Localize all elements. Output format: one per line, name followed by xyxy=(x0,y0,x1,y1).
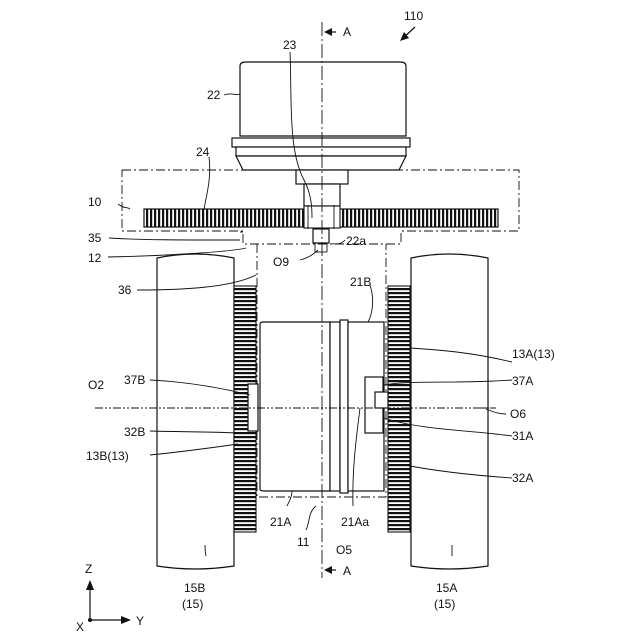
label-gear-wheel: 24 xyxy=(196,145,210,159)
fig-ref-arrow xyxy=(400,27,415,41)
shaft-tip-22a xyxy=(313,229,329,252)
label-coord-z: Z xyxy=(85,562,92,576)
label-line-36: 36 xyxy=(118,283,132,297)
gear-13A xyxy=(388,286,410,532)
label-coord-x: X xyxy=(76,620,84,634)
label-21A: 21A xyxy=(270,515,291,529)
gear-wheel-24 xyxy=(144,206,498,228)
label-11: 11 xyxy=(297,535,310,549)
label-13B: 13B(13) xyxy=(86,449,129,463)
label-fig-ref: 110 xyxy=(404,9,423,23)
label-shaft: 23 xyxy=(283,38,297,52)
label-tire-15B-group: (15) xyxy=(182,597,203,611)
label-o6: O6 xyxy=(510,407,526,421)
label-section-top: A xyxy=(343,25,351,39)
label-motor: 22 xyxy=(207,88,221,102)
label-line-35: 35 xyxy=(88,231,102,245)
label-tire-15A-group: (15) xyxy=(434,597,455,611)
label-fixed-portion: 12 xyxy=(88,251,102,265)
motor-22 xyxy=(232,62,410,206)
part-37B xyxy=(248,384,258,431)
label-base: 10 xyxy=(88,195,102,209)
tire-15B xyxy=(157,254,234,569)
label-37B: 37B xyxy=(124,373,145,387)
label-tire-15A: 15A xyxy=(436,581,457,595)
label-21B: 21B xyxy=(350,275,371,289)
label-32B: 32B xyxy=(124,425,145,439)
coordinate-axes xyxy=(86,580,131,624)
label-32A: 32A xyxy=(512,471,533,485)
label-coord-y: Y xyxy=(136,614,144,628)
label-o2: O2 xyxy=(88,378,104,392)
label-37A: 37A xyxy=(512,374,533,388)
label-axis-o9: O9 xyxy=(273,255,289,269)
section-arrow-top xyxy=(324,28,336,36)
label-tire-15B: 15B xyxy=(184,581,205,595)
label-shaft-tip: 22a xyxy=(346,234,366,248)
label-section-bottom: A xyxy=(343,564,351,578)
label-31A: 31A xyxy=(512,429,533,443)
label-21Aa: 21Aa xyxy=(341,515,369,529)
label-o5: O5 xyxy=(336,543,352,557)
section-arrow-bottom xyxy=(324,566,336,574)
drum-21A xyxy=(260,322,330,491)
tire-15A xyxy=(411,254,488,569)
label-13A: 13A(13) xyxy=(512,347,555,361)
